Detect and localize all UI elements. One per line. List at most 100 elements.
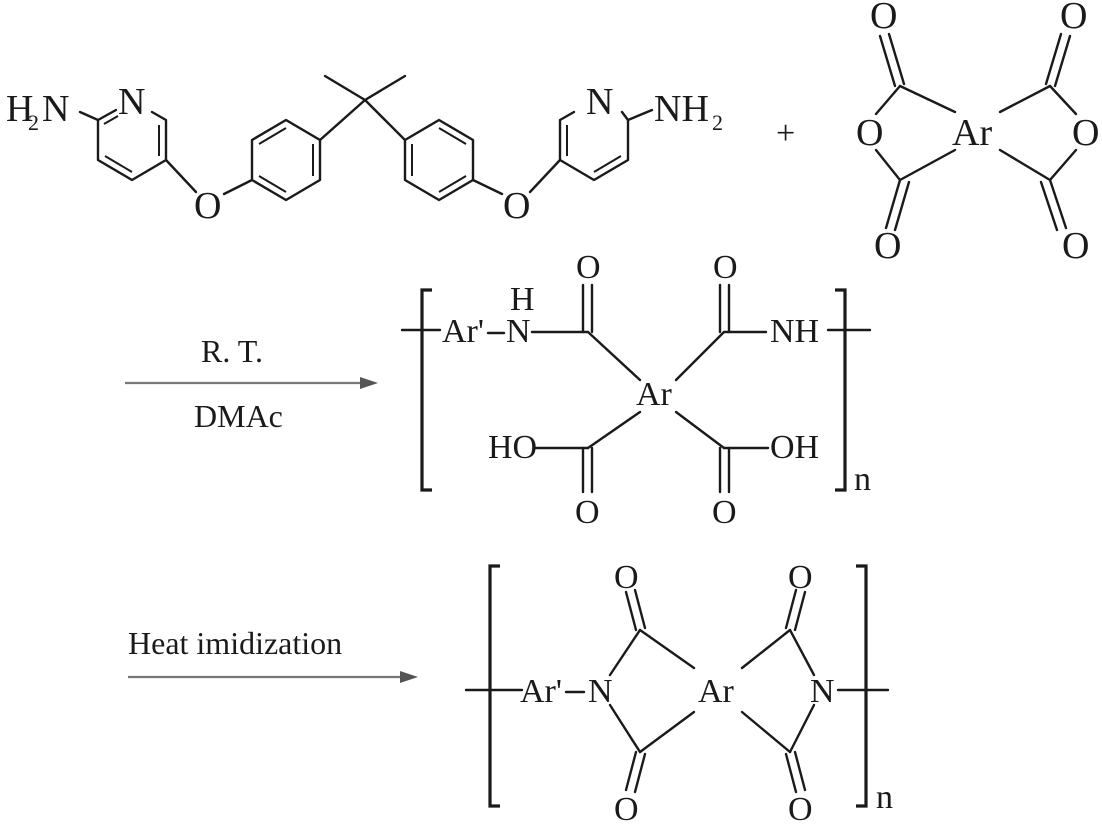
step2-arrow: Heat imidization <box>128 625 418 683</box>
paa-ar-prime: Ar' <box>442 313 484 350</box>
paa-acid-left: HO <box>488 429 537 466</box>
pi-co-tl-2 <box>633 588 647 630</box>
pi-o-top-right: O <box>788 559 813 596</box>
step1-arrow: R. T. DMAc <box>125 333 378 434</box>
dianhydride-c-o-tl <box>874 84 902 116</box>
dianhydride-co-tl-1 <box>878 34 897 88</box>
dianhydride-o-top-right: O <box>1060 0 1087 37</box>
left-phenyl-double-3 <box>258 175 287 193</box>
dianhydride-o-c-br <box>1048 148 1078 182</box>
dianhydride-co-tl-2 <box>887 32 906 86</box>
dianhydride-c-ar-tr <box>998 84 1052 114</box>
paa-c-ar-tl <box>586 330 642 382</box>
left-pyridine-double-1 <box>104 155 133 173</box>
left-pyridine-n: N <box>118 81 145 123</box>
right-ether-bond-2 <box>528 158 562 194</box>
pi-o-bottom-left: O <box>614 791 639 826</box>
dianhydride-co-bl-2 <box>893 180 911 232</box>
right-ether-bond-1 <box>471 178 504 196</box>
paa-c-ar-bl <box>586 410 642 450</box>
bridge-bond-left <box>318 98 367 142</box>
pi-n-c-tl <box>608 628 642 677</box>
right-amine-bond <box>626 108 654 122</box>
polyamic-acid: n Ar' H N O O NH Ar HO O OH O <box>400 249 872 531</box>
dianhydride-co-tr-2 <box>1044 32 1063 86</box>
dianhydride-co-br-2 <box>1039 180 1059 232</box>
paa-carbonyl-o-right: O <box>713 249 738 286</box>
right-phenyl-ring <box>403 118 475 202</box>
dianhydride-ar: Ar <box>952 112 992 154</box>
right-pyridine-ring <box>558 110 630 182</box>
pi-ar: Ar <box>698 673 735 710</box>
bridge-bond-right <box>363 98 407 142</box>
step1-arrow-head <box>360 377 378 389</box>
dianhydride-co-tr-1 <box>1053 34 1072 88</box>
left-pyridine-ring <box>96 110 168 182</box>
pi-imide-n-right: N <box>810 673 835 710</box>
right-amine-sub: 2 <box>712 110 723 135</box>
left-ether-bond-2 <box>222 178 254 196</box>
pi-repeat-n: n <box>876 779 893 816</box>
pi-imide-n-left: N <box>588 673 613 710</box>
paa-acid-o-right: O <box>712 494 737 531</box>
pi-c-ar-bl <box>638 710 696 754</box>
dianhydride-o-bottom-right: O <box>1062 225 1089 267</box>
right-pyridine-n: N <box>586 81 613 123</box>
paa-ar: Ar <box>636 376 673 413</box>
left-ether-o: O <box>194 185 221 227</box>
pi-co-br-2 <box>793 750 807 792</box>
pi-o-top-left: O <box>614 559 639 596</box>
paa-repeat-n: n <box>854 461 871 498</box>
pi-ar-prime: Ar' <box>520 673 562 710</box>
pi-co-tl-1 <box>624 590 638 632</box>
pi-left-bracket <box>488 564 500 808</box>
paa-amide-h: H <box>510 281 535 318</box>
paa-c-ar-br <box>674 410 726 450</box>
pi-co-br-1 <box>784 752 798 794</box>
dianhydride-o-c-bl <box>874 148 902 182</box>
polyimide: n Ar' N O O Ar O O N <box>464 559 893 826</box>
pi-n-c-tr <box>788 628 816 677</box>
dianhydride-c-ar-tl <box>898 84 957 114</box>
left-phenyl-double-1 <box>258 127 287 145</box>
left-amine-n: N <box>42 88 69 130</box>
dianhydride-c-o-tr <box>1048 84 1078 116</box>
pi-right-bracket <box>856 564 868 808</box>
plus-sign: + <box>776 115 795 152</box>
left-amine-bond <box>78 110 100 122</box>
paa-acid-o-left: O <box>575 494 600 531</box>
paa-left-bracket <box>420 288 432 492</box>
left-phenyl-ring <box>250 118 322 202</box>
pi-co-tr-2 <box>793 590 807 632</box>
dianhydride-c-ar-bl <box>898 148 957 182</box>
left-amine-h: H <box>6 88 33 130</box>
pi-c-ar-tl <box>638 628 696 670</box>
dianhydride-o-bottom-left: O <box>874 225 901 267</box>
right-phenyl-double-2 <box>438 127 467 145</box>
paa-nh-right: NH <box>770 313 819 350</box>
pi-n-c-br <box>788 703 816 754</box>
dianhydride-co-br-1 <box>1048 178 1068 230</box>
pi-n-c-bl <box>608 703 642 754</box>
pi-o-bottom-right: O <box>788 791 813 826</box>
dianhydride-monomer: O O O O Ar O O <box>856 0 1099 267</box>
left-pyridine-double-3 <box>103 115 119 125</box>
right-ether-o: O <box>503 185 530 227</box>
paa-carbonyl-o-left: O <box>576 249 601 286</box>
paa-c-ar-tr <box>674 330 726 382</box>
dianhydride-ring-o-left: O <box>856 112 883 154</box>
left-ether-bond-1 <box>164 158 198 194</box>
pi-co-bl-2 <box>633 752 647 794</box>
dianhydride-c-ar-br <box>998 148 1052 182</box>
paa-amide-n: N <box>506 313 531 350</box>
right-phenyl-double-3 <box>438 175 467 193</box>
left-pyridine-bond-n <box>96 108 118 122</box>
step2-condition: Heat imidization <box>128 625 342 661</box>
dianhydride-ring-o-right: O <box>1072 112 1099 154</box>
diamine-monomer: H 2 N N O O <box>6 74 723 227</box>
paa-right-bracket <box>835 288 847 492</box>
step1-condition-top: R. T. <box>201 333 263 369</box>
pi-co-tr-1 <box>784 588 798 630</box>
pi-co-bl-1 <box>624 750 638 792</box>
